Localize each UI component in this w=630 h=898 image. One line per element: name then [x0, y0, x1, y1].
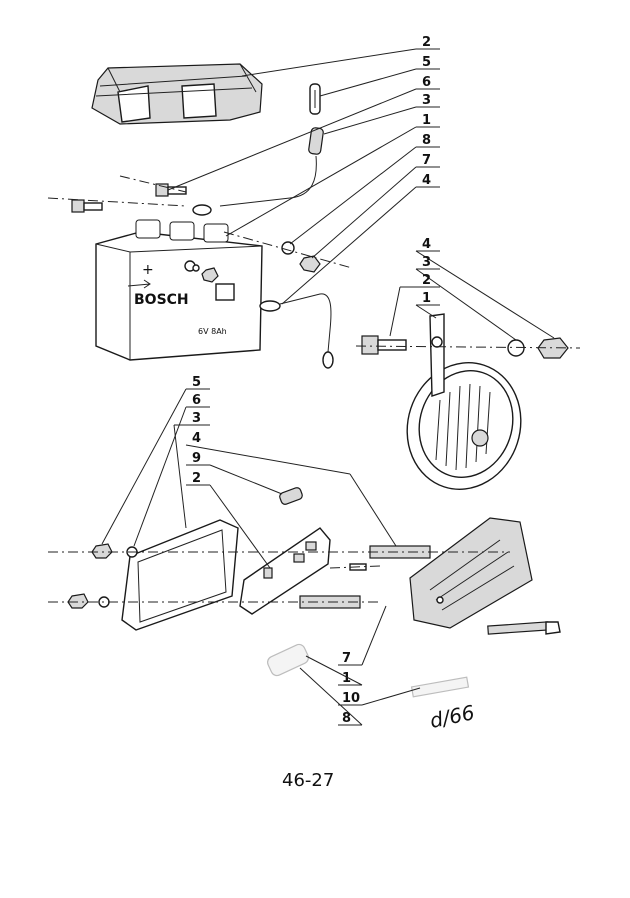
callout-taillight-nut: 5	[192, 375, 201, 390]
callout-bulb-holder: 2	[192, 471, 201, 486]
callout-taillight-washer: 6	[192, 393, 201, 408]
taillight-lens	[121, 519, 239, 631]
callout-small-screw: 7	[342, 651, 351, 666]
sheet-number-mark: 46-27	[282, 770, 334, 791]
battery-cover	[91, 63, 263, 125]
horn	[406, 313, 522, 490]
callout-fuse: 5	[422, 55, 431, 70]
callout-mounting-screw: 10	[342, 691, 360, 706]
callout-battery: 1	[422, 113, 431, 128]
faint-lower-parts	[267, 643, 470, 698]
callout-lower-spacer: 8	[342, 711, 351, 726]
ground-cable	[259, 293, 334, 369]
taillight-mounting-screw	[487, 621, 561, 635]
terminal-bolt-left	[71, 199, 103, 213]
callout-spacer-sleeve: 4	[192, 431, 201, 446]
callout-nut: 7	[422, 153, 431, 168]
battery: + BOSCH 6V 8Ah	[95, 219, 263, 361]
spacer-sleeve-upper	[369, 545, 431, 559]
taillight-callouts-top: 5 6 3 4 9 2	[101, 375, 397, 569]
taillight-housing	[409, 517, 533, 629]
callout-washer: 8	[422, 133, 431, 148]
battery-nut-washer	[192, 241, 321, 283]
battery-plus-mark: +	[142, 262, 154, 278]
callout-horn: 1	[422, 291, 431, 306]
fuse	[309, 83, 321, 115]
horn-callouts: 4 3 2 1	[389, 237, 555, 341]
callout-taillight-lens: 3	[192, 411, 201, 426]
callout-battery-cover: 2	[422, 35, 431, 50]
callout-horn-washer: 3	[422, 255, 431, 270]
battery-callouts: 2 5 6 3 1 8 7 4	[167, 35, 440, 305]
callout-housing: 1	[342, 671, 351, 686]
signature-mark: d/66	[428, 700, 477, 733]
horn-lock-washer	[507, 339, 525, 357]
callout-cable-plug: 3	[422, 93, 431, 108]
callout-horn-nut: 4	[422, 237, 431, 252]
battery-cable-with-plug	[192, 127, 324, 216]
battery-brand-label: BOSCH	[134, 292, 189, 308]
callout-terminal-bolt: 6	[422, 75, 431, 90]
horn-bolt	[361, 335, 407, 355]
battery-spec-mark: 6V 8Ah	[198, 327, 227, 336]
bulb-holder-plate	[239, 527, 331, 615]
callout-horn-bolt: 2	[422, 273, 431, 288]
callout-bulb: 9	[192, 451, 201, 466]
taillight-callouts-bottom: 7 1 10 8	[299, 605, 421, 726]
taillight-bulb	[279, 487, 303, 505]
callout-ground-cable: 4	[422, 173, 431, 188]
